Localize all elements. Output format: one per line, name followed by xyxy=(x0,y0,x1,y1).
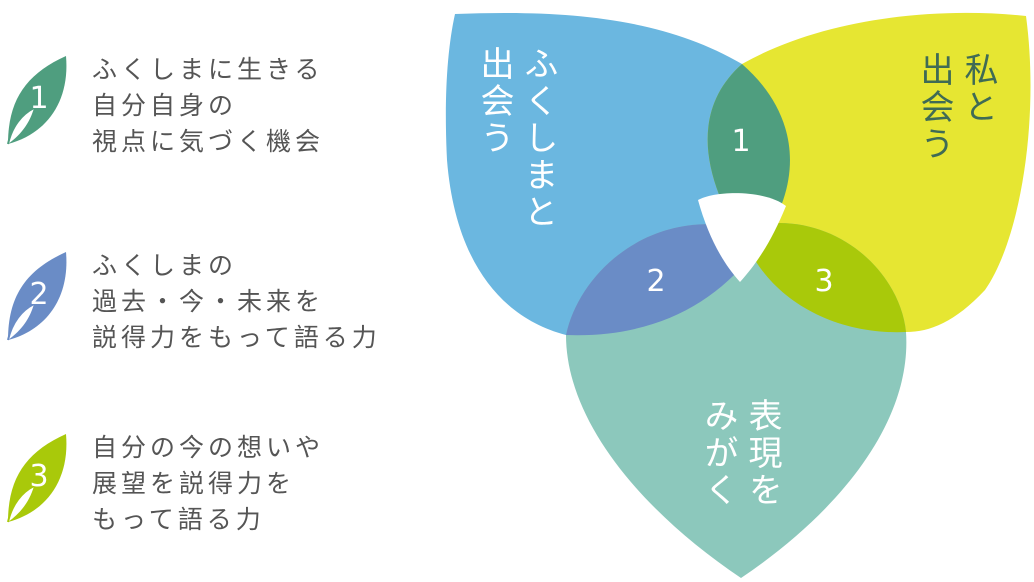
legend-item-3: 3 自分の今の想いや 展望を説得力を もって語る力 xyxy=(4,430,444,550)
leaf-number-badge-icon: 3 xyxy=(7,434,67,523)
petal-self-label-line-1: 私と xyxy=(958,52,998,126)
legend-1-line-1: ふくしまに生きる xyxy=(92,55,324,84)
overlap-label-1: 1 xyxy=(731,124,750,159)
petal-fukushima-label-line-1: ふくしまと xyxy=(518,46,558,231)
leaf-number-badge-icon: 2 xyxy=(7,252,67,341)
legend-text-3: 自分の今の想いや 展望を説得力を もって語る力 xyxy=(92,430,324,538)
legend-3-line-3: もって語る力 xyxy=(92,505,265,534)
legend-1-line-3: 視点に気づく機会 xyxy=(92,127,325,156)
legend-number-3: 3 xyxy=(29,459,48,494)
leaf-number-badge-icon: 1 xyxy=(7,56,67,145)
legend-2-line-2: 過去・今・未来を xyxy=(92,287,325,316)
overlap-label-2: 2 xyxy=(646,264,665,299)
petal-self-label-line-2: 出会う xyxy=(914,52,954,163)
petal-expression-label-line-1: 表現を xyxy=(742,398,782,509)
legend-item-2: 2 ふくしまの 過去・今・未来を 説得力をもって語る力 xyxy=(4,248,444,368)
legend-text-1: ふくしまに生きる 自分自身の 視点に気づく機会 xyxy=(92,52,324,160)
legend-number-1: 1 xyxy=(29,81,48,116)
petal-fukushima-label-line-2: 出会う xyxy=(474,46,514,157)
legend-2-line-3: 説得力をもって語る力 xyxy=(92,323,381,352)
legend-3-line-2: 展望を説得力を xyxy=(92,469,296,498)
legend-3-line-1: 自分の今の想いや xyxy=(92,433,325,462)
center-hole xyxy=(698,193,786,282)
legend-1-line-2: 自分自身の xyxy=(92,91,238,120)
legend-text-2: ふくしまの 過去・今・未来を 説得力をもって語る力 xyxy=(92,248,381,356)
legend-item-1: 1 ふくしまに生きる 自分自身の 視点に気づく機会 xyxy=(4,52,444,172)
legend-number-2: 2 xyxy=(29,277,48,312)
overlap-label-3: 3 xyxy=(814,264,833,299)
petal-expression-label-line-2: みがく xyxy=(698,398,738,509)
legend-2-line-1: ふくしまの xyxy=(92,251,238,280)
